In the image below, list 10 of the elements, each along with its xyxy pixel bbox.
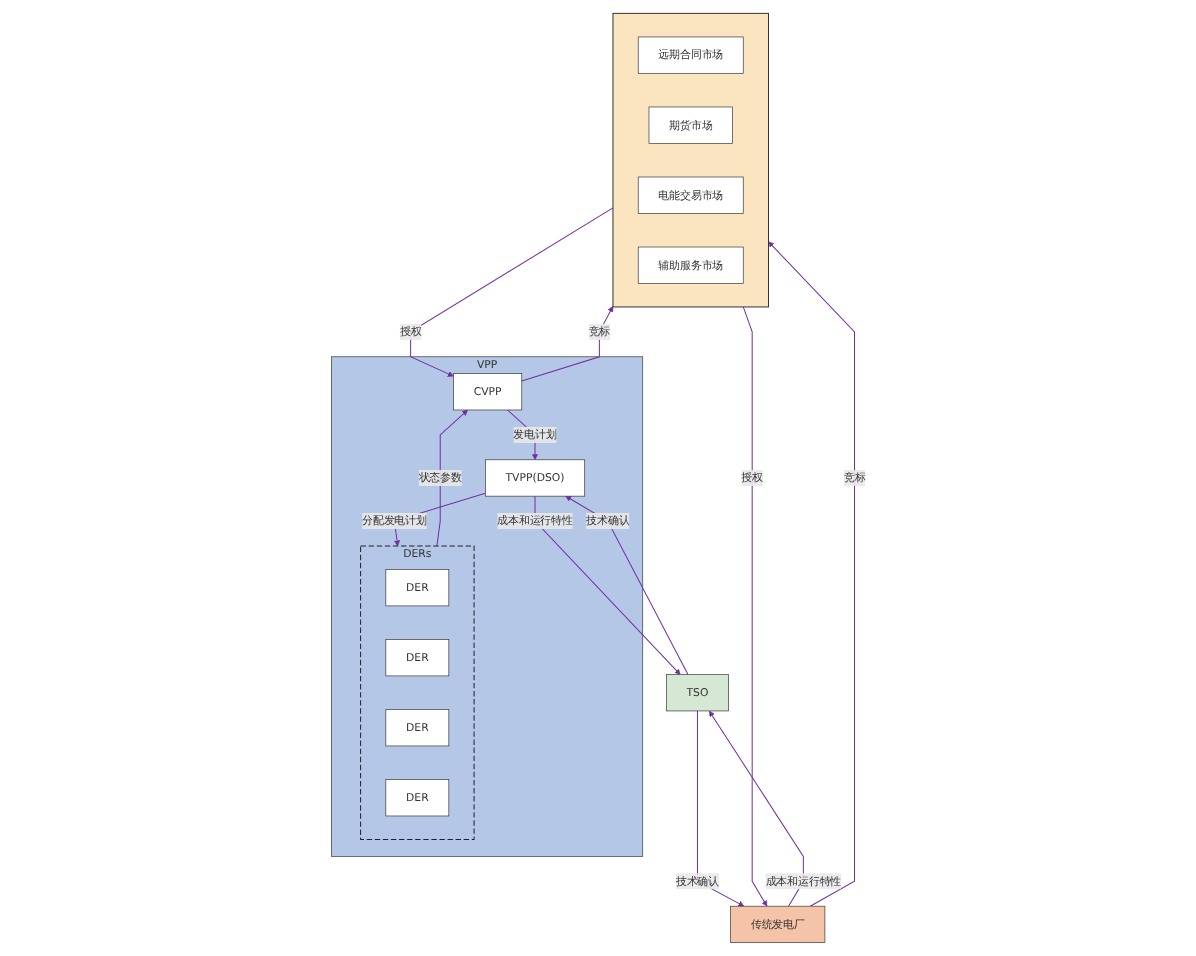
arrow <box>534 495 681 675</box>
arrow <box>520 306 613 382</box>
arrow <box>409 207 614 377</box>
arrow <box>767 241 855 907</box>
arrow <box>436 409 468 547</box>
arrow <box>696 710 744 907</box>
arrow <box>565 495 689 676</box>
arrow <box>708 710 804 907</box>
arrow <box>742 306 767 907</box>
cluster <box>612 12 769 308</box>
